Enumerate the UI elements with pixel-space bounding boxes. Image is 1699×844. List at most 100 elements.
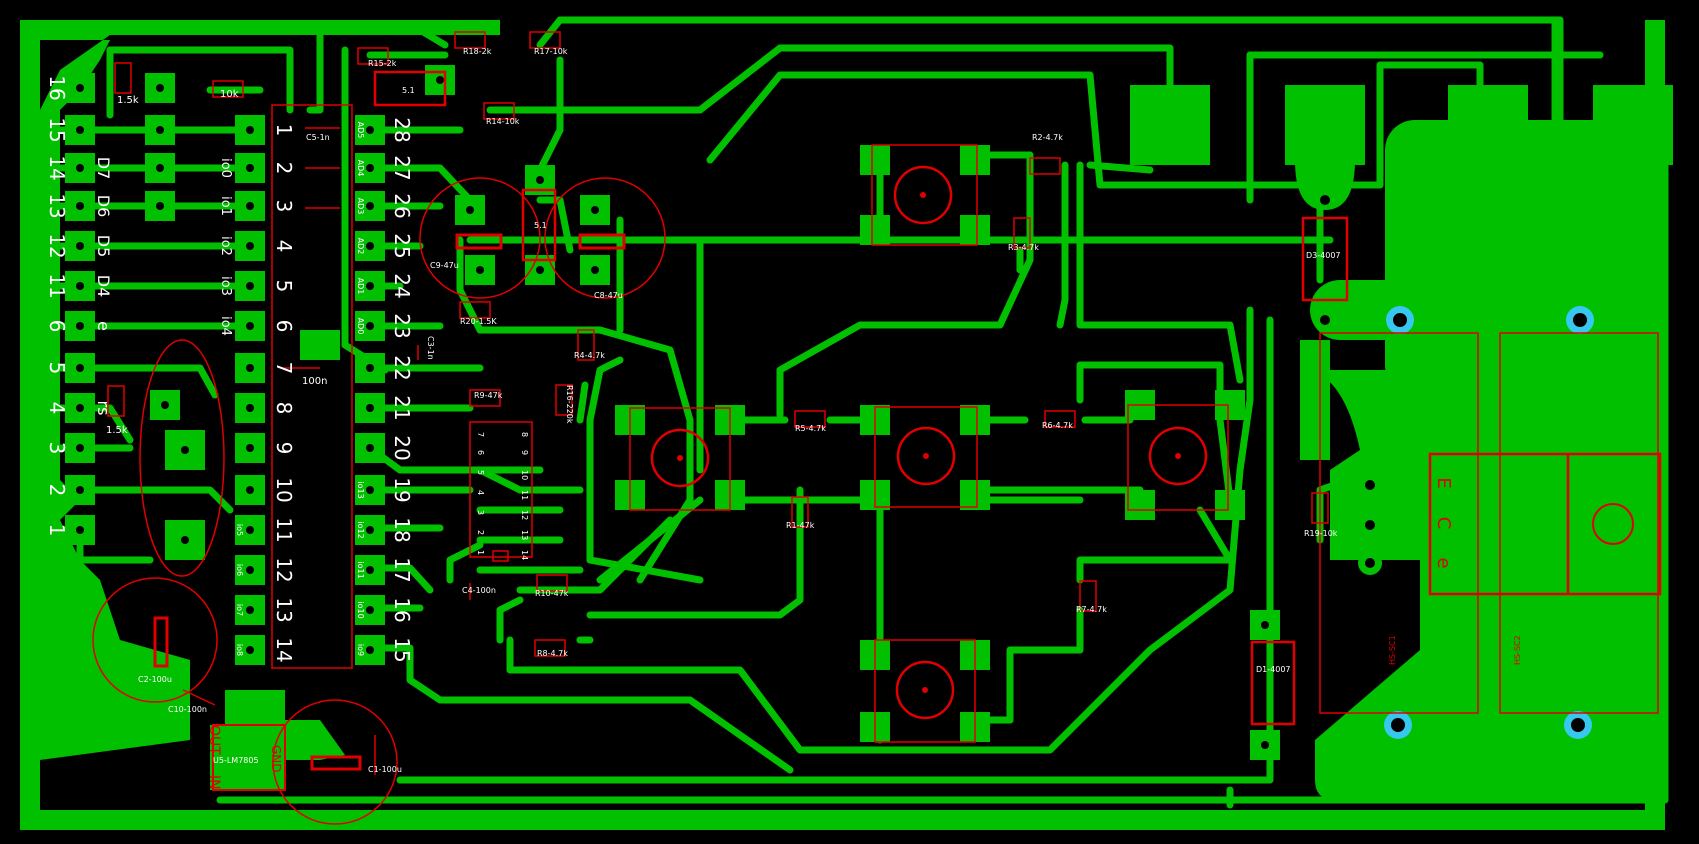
dip-pin-14: 14 bbox=[520, 550, 529, 560]
ic-pin-13: 13 bbox=[272, 597, 296, 622]
label-d1: D1-4007 bbox=[1256, 665, 1291, 674]
dip-pin-8: 8 bbox=[520, 432, 529, 437]
label-c2: C2-100u bbox=[138, 675, 172, 684]
ic-io10: io10 bbox=[356, 601, 365, 618]
label-r3: R3-4.7k bbox=[1008, 243, 1039, 252]
dip-pin-4: 4 bbox=[476, 490, 485, 495]
header-label-e: e bbox=[94, 321, 113, 331]
label-gnd: GND bbox=[269, 745, 283, 773]
ic-io1: io1 bbox=[218, 196, 233, 216]
header-label-d7: D7 bbox=[94, 157, 113, 180]
ic-pin-2: 2 bbox=[272, 162, 296, 175]
header-pin-16: 16 bbox=[45, 75, 69, 100]
ic-pin-17: 17 bbox=[390, 557, 414, 582]
label-r8: R8-4.7k bbox=[537, 649, 568, 658]
ic-pin-18: 18 bbox=[390, 517, 414, 542]
header-pin-4: 4 bbox=[45, 402, 69, 415]
ic-pin-8: 8 bbox=[272, 402, 296, 415]
pads bbox=[65, 65, 1594, 760]
label-out: OUT bbox=[206, 725, 222, 755]
label-in: IN bbox=[206, 775, 222, 790]
label-hs1: HS-SC1 bbox=[1388, 635, 1397, 665]
ic-ad5: AD5 bbox=[356, 122, 365, 139]
header-pin-2: 2 bbox=[45, 484, 69, 497]
label-c8: C8-47u bbox=[594, 291, 623, 300]
label-c7: 100n bbox=[302, 376, 327, 387]
label-r15: R15-2k bbox=[368, 59, 397, 68]
label-c4: C4-100n bbox=[462, 586, 496, 595]
label-r2: R2-4.7k bbox=[1032, 133, 1063, 142]
ic-pin-14: 14 bbox=[272, 637, 296, 662]
ic-pin-4: 4 bbox=[272, 240, 296, 253]
label-r1: R1-47k bbox=[786, 521, 815, 530]
ic-pin-21: 21 bbox=[390, 395, 414, 420]
dip-pin-6: 6 bbox=[476, 450, 485, 455]
dip-pin-5: 5 bbox=[476, 470, 485, 475]
ic-pin-26: 26 bbox=[390, 193, 414, 218]
ic-pin-7: 7 bbox=[272, 362, 296, 375]
label-hs2: HS-SC2 bbox=[1513, 635, 1522, 665]
label-r18: R18-2k bbox=[463, 47, 492, 56]
ic-io2: io2 bbox=[218, 236, 233, 256]
label-r5: R5-4.7k bbox=[795, 424, 826, 433]
dip-pin-9: 9 bbox=[520, 450, 529, 455]
ic-pin-20: 20 bbox=[390, 435, 414, 460]
ic-pin-28: 28 bbox=[390, 117, 414, 142]
label-1k5a: 1.5k bbox=[117, 95, 139, 106]
ic-io9: io9 bbox=[356, 644, 365, 656]
dip-pin-13: 13 bbox=[520, 530, 529, 540]
dip-pin-3: 3 bbox=[476, 510, 485, 515]
ic-pin-3: 3 bbox=[272, 200, 296, 213]
ic-ad1: AD1 bbox=[356, 278, 365, 295]
header-label-d4: D4 bbox=[94, 275, 113, 298]
dip-pin-12: 12 bbox=[520, 510, 529, 520]
label-1k5b: 1.5k bbox=[106, 425, 128, 436]
label-c10: C10-100n bbox=[168, 705, 207, 714]
ic-ad0: AD0 bbox=[356, 318, 365, 335]
ic-io0: io0 bbox=[218, 158, 233, 178]
label-r9: R9-47k bbox=[474, 391, 503, 400]
label-emitter: E bbox=[1433, 477, 1454, 488]
header-pin-5: 5 bbox=[45, 362, 69, 375]
ic-pin-1: 1 bbox=[272, 124, 296, 137]
label-r7: R7-4.7k bbox=[1076, 605, 1107, 614]
header-pin-12: 12 bbox=[45, 233, 69, 258]
ic-io8: io8 bbox=[235, 644, 244, 656]
header-label-rs: rs bbox=[94, 401, 113, 416]
label-c1: C1-100u bbox=[368, 765, 402, 774]
dip-pin-1: 1 bbox=[476, 550, 485, 555]
label-collector: C bbox=[1433, 517, 1454, 530]
ic-ad3: AD3 bbox=[356, 198, 365, 215]
ic-pin-5: 5 bbox=[272, 280, 296, 293]
ic-pin-19: 19 bbox=[390, 477, 414, 502]
ic-pin-10: 10 bbox=[272, 477, 296, 502]
label-c3: C3-1n bbox=[426, 336, 435, 360]
ic-pin-22: 22 bbox=[390, 355, 414, 380]
header-pin-13: 13 bbox=[45, 193, 69, 218]
label-r14: R14-10k bbox=[486, 117, 520, 126]
label-c9: C9-47u bbox=[430, 261, 459, 270]
label-d3: D3-4007 bbox=[1306, 251, 1341, 260]
label-r10: R10-47k bbox=[535, 589, 569, 598]
ic-io4: io4 bbox=[218, 316, 233, 336]
header-pin-3: 3 bbox=[45, 442, 69, 455]
ic-io5: io5 bbox=[235, 524, 244, 536]
ic-ad4: AD4 bbox=[356, 160, 365, 177]
dip-pin-7: 7 bbox=[476, 432, 485, 437]
header-pin-1: 1 bbox=[45, 524, 69, 537]
header-pin-11: 11 bbox=[45, 273, 69, 298]
ic-pin-24: 24 bbox=[390, 273, 414, 298]
ic-io11: io11 bbox=[356, 561, 365, 578]
ic-io13: io13 bbox=[356, 481, 365, 498]
label-c5: C5-1n bbox=[306, 133, 330, 142]
label-r20: R20-1.5K bbox=[460, 317, 497, 326]
header-pin-14: 14 bbox=[45, 155, 69, 180]
label-u5: U5-LM7805 bbox=[213, 756, 259, 765]
dip-pin-11: 11 bbox=[520, 490, 529, 500]
ic-pin-12: 12 bbox=[272, 557, 296, 582]
header-pin-6: 6 bbox=[45, 320, 69, 333]
ic-pin-23: 23 bbox=[390, 313, 414, 338]
ic-pin-27: 27 bbox=[390, 155, 414, 180]
dip-pin-2: 2 bbox=[476, 530, 485, 535]
ic-io7: io7 bbox=[235, 604, 244, 616]
